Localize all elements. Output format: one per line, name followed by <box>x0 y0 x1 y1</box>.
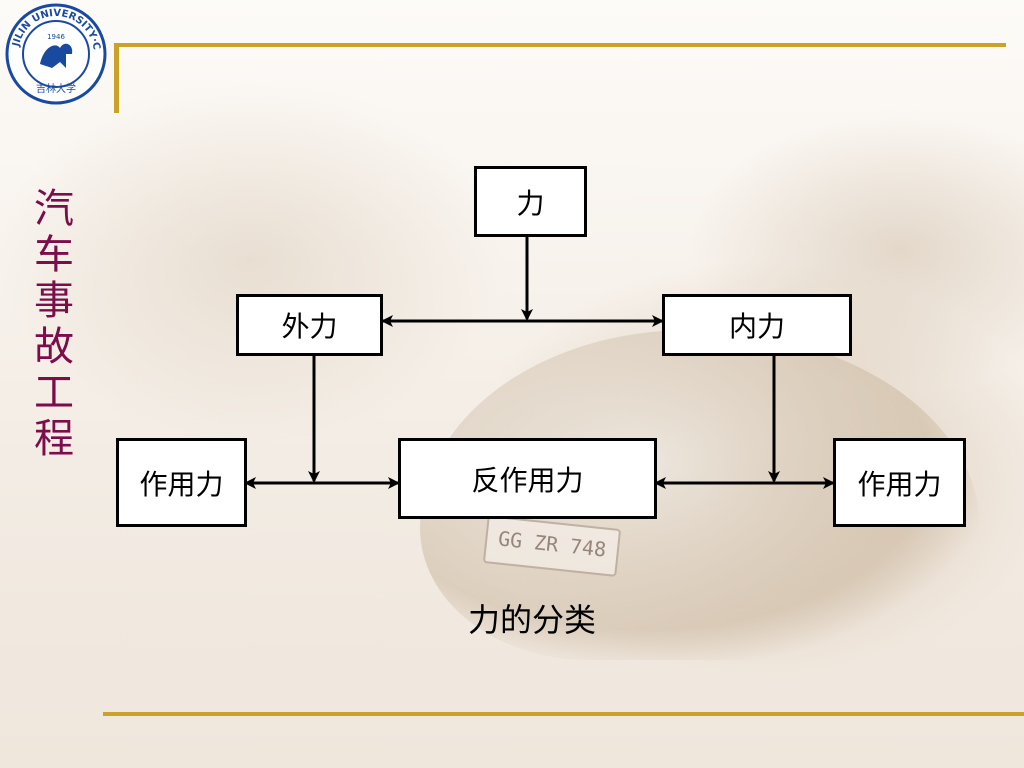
university-logo: JILIN UNIVERSITY·CHINA 1946 吉林大学 <box>4 2 107 105</box>
box-action-force-left: 作用力 <box>116 438 247 527</box>
side-title-char: 车 <box>34 232 74 278</box>
side-title-char: 事 <box>34 278 74 324</box>
diagram-caption: 力的分类 <box>467 601 596 639</box>
side-title: 汽 车 事 故 工 程 <box>30 186 78 462</box>
top-rule <box>118 43 1006 47</box>
side-title-char: 故 <box>34 324 74 370</box>
bottom-rule <box>103 712 1024 716</box>
side-title-char: 工 <box>34 370 74 416</box>
box-reaction-force: 反作用力 <box>398 438 657 519</box>
top-rule-corner <box>114 43 119 113</box>
logo-seal-text: 吉林大学 <box>36 82 76 95</box>
box-action-force-right: 作用力 <box>833 438 966 527</box>
side-title-char: 汽 <box>34 186 74 232</box>
box-external-force: 外力 <box>236 294 383 356</box>
logo-emblem-icon <box>40 43 73 68</box>
logo-year: 1946 <box>47 33 65 41</box>
side-title-char: 程 <box>34 416 74 462</box>
box-internal-force: 内力 <box>662 294 852 356</box>
box-force: 力 <box>474 166 587 237</box>
